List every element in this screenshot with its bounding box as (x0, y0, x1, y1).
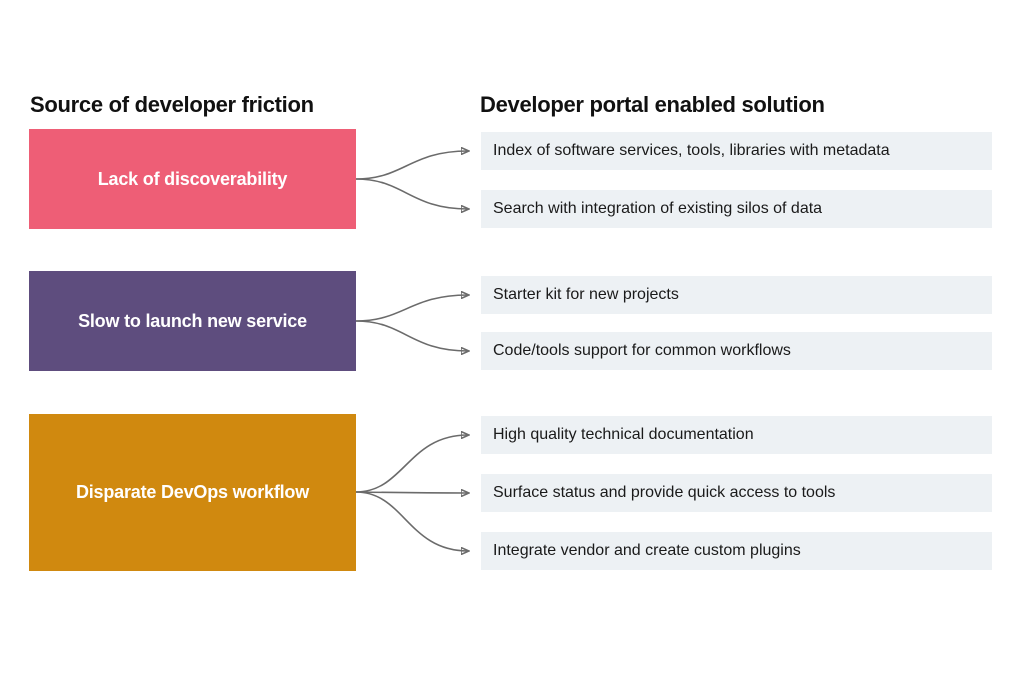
connector-gold-to-row5 (355, 435, 468, 493)
solution-item: Starter kit for new projects (481, 276, 992, 314)
solution-item: Index of software services, tools, libra… (481, 132, 992, 170)
friction-box-slow-to-launch: Slow to launch new service (29, 271, 356, 371)
solution-item: Integrate vendor and create custom plugi… (481, 532, 992, 570)
friction-label: Disparate DevOps workflow (75, 482, 310, 502)
solution-label: Code/tools support for common workflows (493, 342, 791, 359)
connector-purple-to-row3 (355, 295, 468, 322)
friction-label: Slow to launch new service (78, 310, 307, 331)
connector-gold-to-row6 (355, 492, 468, 493)
solution-label: Index of software services, tools, libra… (493, 142, 890, 159)
solution-item: High quality technical documentation (481, 416, 992, 454)
connector-pink-to-row2 (355, 178, 468, 209)
solution-label: Integrate vendor and create custom plugi… (493, 542, 801, 559)
friction-label: Lack of discoverability (97, 168, 288, 189)
solution-label: Search with integration of existing silo… (493, 200, 823, 217)
friction-box-disparate-devops: Disparate DevOps workflow (29, 414, 356, 571)
column-header-friction: Source of developer friction (30, 92, 314, 117)
solution-item: Code/tools support for common workflows (481, 332, 992, 370)
solution-item: Surface status and provide quick access … (481, 474, 992, 512)
column-header-solution: Developer portal enabled solution (480, 92, 825, 117)
connector-pink-to-row1 (355, 151, 468, 180)
connector-gold-to-row7 (355, 491, 468, 551)
solution-label: Starter kit for new projects (493, 286, 679, 303)
solution-item: Search with integration of existing silo… (481, 190, 992, 228)
solution-label: Surface status and provide quick access … (493, 484, 836, 501)
friction-box-lack-of-discoverability: Lack of discoverability (29, 129, 356, 229)
solution-label: High quality technical documentation (493, 426, 754, 443)
connector-purple-to-row4 (355, 320, 468, 351)
